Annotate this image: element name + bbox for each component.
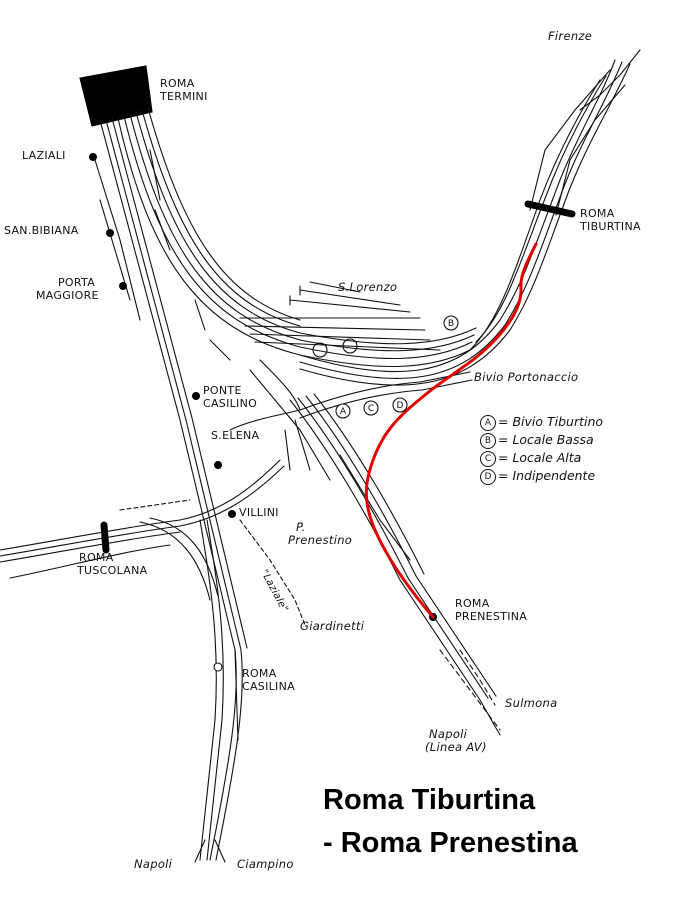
villini-dot (228, 510, 236, 518)
roma-tiburtina-station-bar (524, 200, 576, 218)
laziali-label: LAZIALI (22, 149, 66, 162)
roma-tuscolana-station-bar (100, 521, 110, 554)
firenze-label: Firenze (548, 29, 593, 43)
porta-maggiore-dot (119, 282, 127, 290)
sulmona-label: Sulmona (505, 696, 558, 710)
s-lorenzo-label: S.Lorenzo (338, 280, 398, 294)
san-bibiana-dot (106, 229, 114, 237)
san-bibiana-label: SAN.BIBIANA (4, 224, 79, 237)
highlighted-route (364, 242, 538, 619)
junction-marker-c: C (368, 404, 374, 414)
bivio-portonaccio-label: Bivio Portonaccio (474, 370, 579, 384)
legend-item-d: D= Indipendente (480, 468, 595, 485)
junction-marker-a-circle (335, 403, 351, 419)
ciampino-label: Ciampino (237, 857, 294, 871)
laziali-dot (89, 153, 97, 161)
junction-marker-b-circle (443, 315, 459, 331)
s-elena-dot (214, 461, 222, 469)
junction-marker-b: B (448, 319, 454, 329)
p-prenestino-label: P.Prenestino (288, 520, 353, 548)
legend-item-a: A= Bivio Tiburtino (480, 414, 603, 431)
roma-termini-station-block (79, 65, 153, 127)
napoli-av-label: Napoli(Linea AV) (425, 727, 487, 755)
junction-marker-d: D (397, 401, 404, 411)
junction-marker-d-circle (392, 397, 408, 413)
caption-line-1: Roma Tiburtina (323, 784, 536, 816)
napoli-label: Napoli (134, 857, 173, 871)
legend-item-c: C= Locale Alta (480, 450, 581, 467)
villini-label: VILLINI (239, 506, 279, 519)
junction-marker-c-circle (363, 400, 379, 416)
s-elena-label: S.ELENA (211, 429, 260, 442)
roma-casilina-dot (213, 662, 223, 672)
ponte-casilino-dot (192, 392, 200, 400)
caption-line-2: - Roma Prenestina (323, 827, 578, 859)
giardinetti-label: Giardinetti (300, 619, 365, 633)
legend-item-b: B= Locale Bassa (480, 432, 594, 449)
junction-marker-a: A (340, 407, 347, 417)
